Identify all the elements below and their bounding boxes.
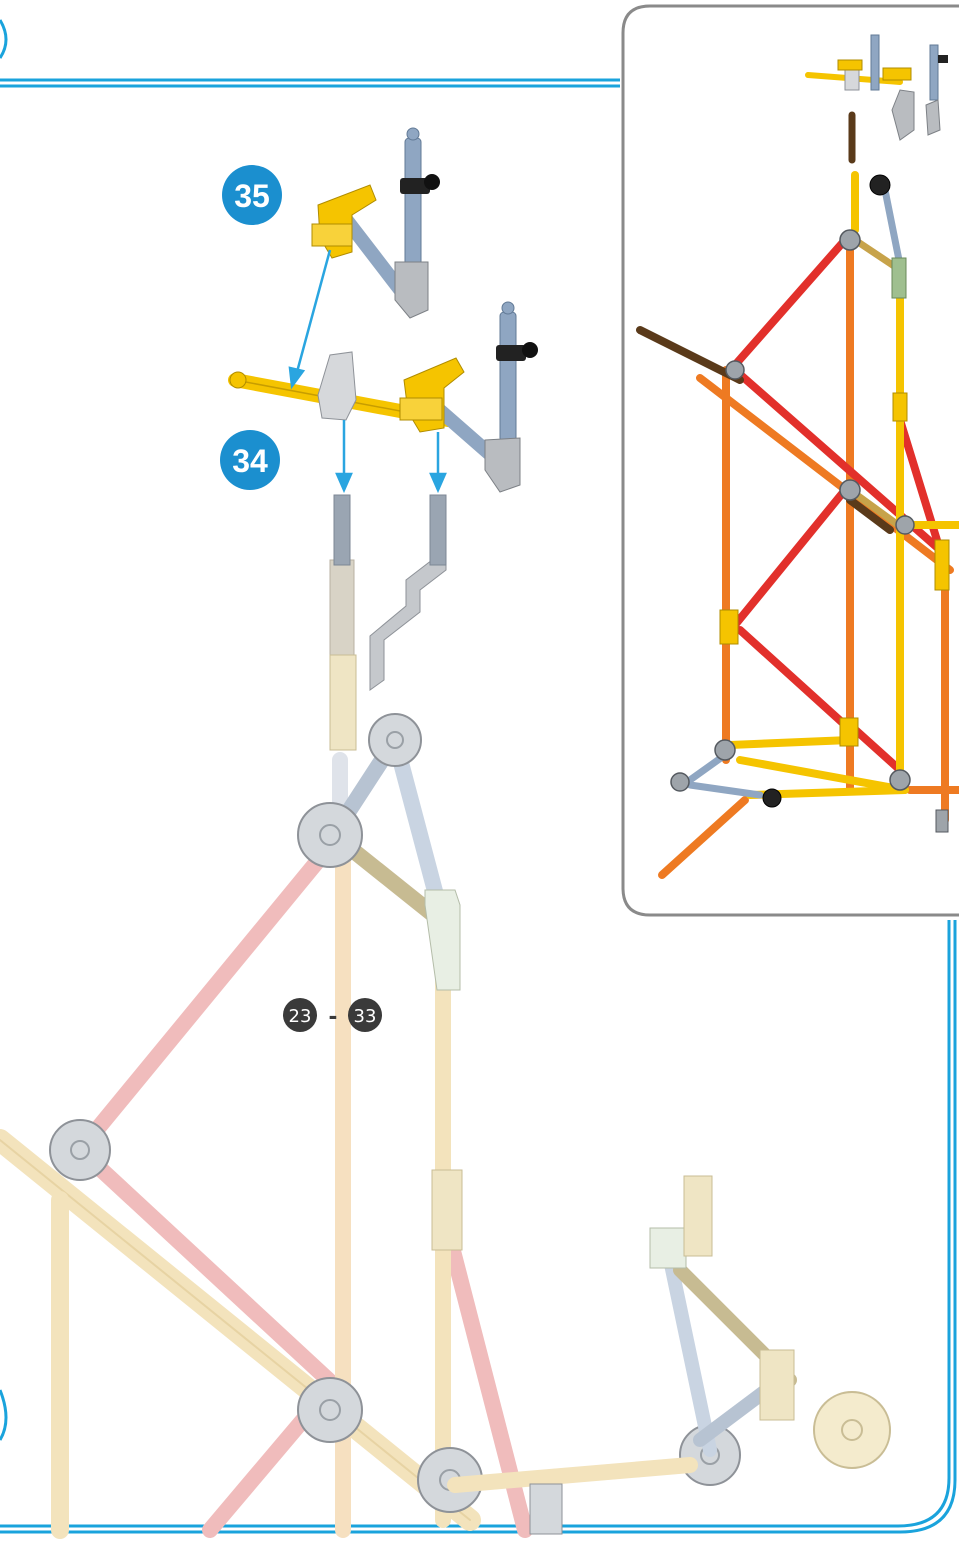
svg-text:34: 34 bbox=[232, 443, 268, 479]
svg-text:35: 35 bbox=[234, 178, 270, 214]
arrow-down-icon bbox=[431, 474, 445, 490]
step-35-subassembly bbox=[312, 128, 440, 318]
svg-text:33: 33 bbox=[354, 1006, 377, 1027]
svg-text:23: 23 bbox=[289, 1006, 312, 1027]
step-badge-34: 34 bbox=[220, 430, 280, 490]
completed-model-inset bbox=[623, 6, 959, 915]
arrow-down-icon bbox=[337, 474, 351, 490]
step-badge-35: 35 bbox=[222, 165, 282, 225]
svg-text:-: - bbox=[329, 1000, 338, 1030]
step-range-label: 23 - 33 bbox=[283, 998, 382, 1032]
arrow-down-icon bbox=[290, 368, 303, 386]
